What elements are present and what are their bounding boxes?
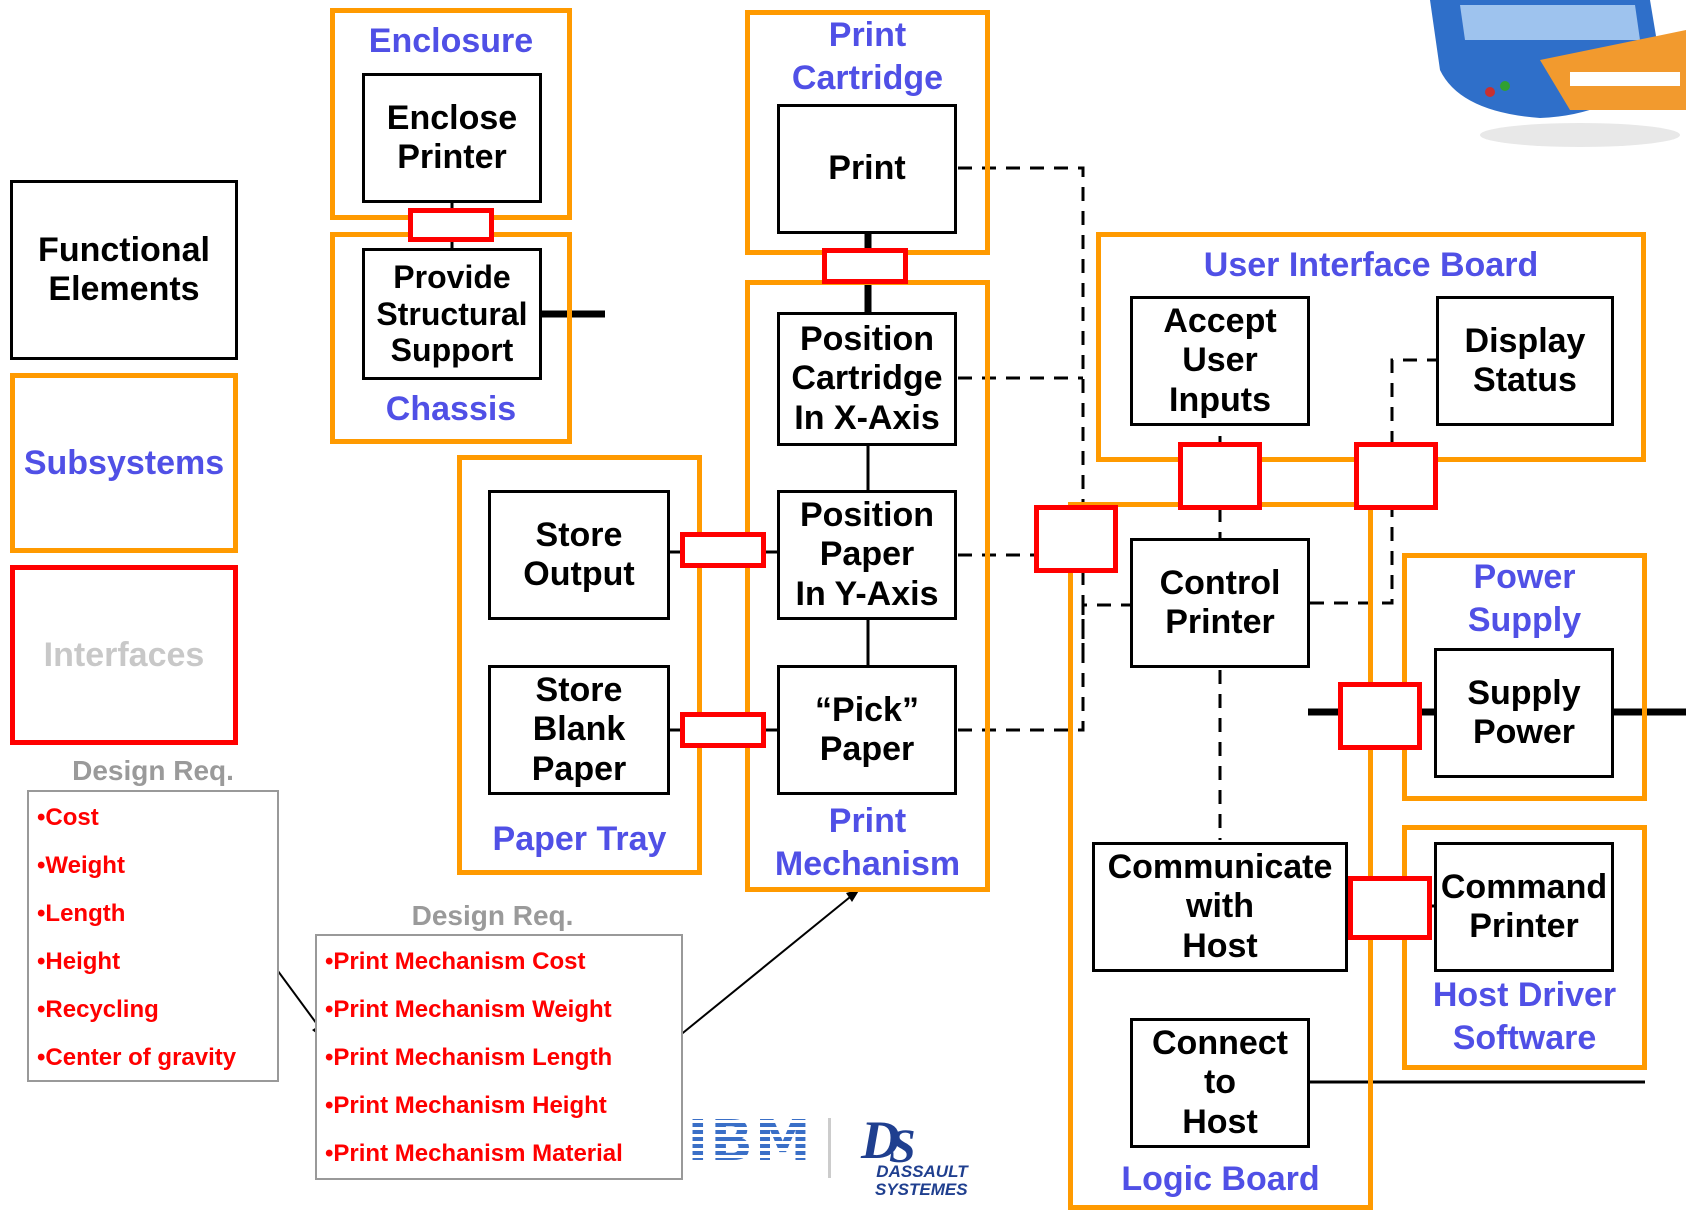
legend-functional-elements: Functional Elements <box>10 180 238 360</box>
req-item: •Print Mechanism Cost <box>325 948 586 975</box>
req-item: •Center of gravity <box>37 1044 237 1071</box>
dassault-wordmark: DASSAULT SYSTEMES <box>875 1162 968 1199</box>
power-supply-label: Power Supply <box>1467 558 1582 639</box>
interface-blank-pick <box>680 712 766 748</box>
user-interface-board-label: User Interface Board <box>1203 246 1539 284</box>
svg-text:D: D <box>860 1110 900 1168</box>
req-item: •Length <box>37 900 126 927</box>
printer-image <box>1430 0 1686 147</box>
host-driver-software-label: Host Driver Software <box>1432 976 1617 1057</box>
function-position-paper: Position Paper In Y-Axis <box>777 490 957 620</box>
design-req-2-box: •Print Mechanism Cost •Print Mechanism W… <box>315 934 683 1180</box>
enclosure-label: Enclosure <box>368 22 534 60</box>
subsystem-paper-tray <box>457 455 702 875</box>
svg-text:S: S <box>889 1120 916 1168</box>
logo-divider <box>828 1118 831 1178</box>
function-communicate-with-host: Communicate with Host <box>1092 842 1348 972</box>
arrow-req2 <box>667 892 856 1046</box>
function-store-blank-paper: Store Blank Paper <box>488 665 670 795</box>
interface-output-position <box>680 532 766 568</box>
design-req-2-title: Design Req. <box>411 900 574 931</box>
legend-subsystems: Subsystems <box>10 373 238 553</box>
req-item: •Print Mechanism Material <box>325 1140 623 1167</box>
chassis-label: Chassis <box>385 390 517 428</box>
function-print: Print <box>777 104 957 234</box>
paper-tray-label: Paper Tray <box>492 820 667 858</box>
req-item: •Height <box>37 948 121 975</box>
print-cartridge-label: Print Cartridge <box>791 16 944 97</box>
legend-interfaces: Interfaces <box>10 565 238 745</box>
interface-cartridge-mechanism <box>822 248 908 284</box>
function-command-printer: Command Printer <box>1434 842 1614 972</box>
interface-ui-logic-1 <box>1178 442 1262 510</box>
function-display-status: Display Status <box>1436 296 1614 426</box>
ds-mark-icon: D S <box>860 1110 916 1168</box>
function-pick-paper: “Pick” Paper <box>777 665 957 795</box>
function-supply-power: Supply Power <box>1434 648 1614 778</box>
function-accept-user-inputs: Accept User Inputs <box>1130 296 1310 426</box>
design-req-1-box: •Cost •Weight •Length •Height •Recycling… <box>27 790 279 1082</box>
dash-pick-bus <box>958 603 1130 732</box>
req-item: •Cost <box>37 804 99 831</box>
req-item: •Recycling <box>37 996 159 1023</box>
interface-power-logic <box>1338 682 1422 750</box>
dassault-logo: D S DASSAULT SYSTEMES <box>845 1108 1005 1208</box>
req-item: •Weight <box>37 852 125 879</box>
req-item: •Print Mechanism Length <box>325 1044 613 1071</box>
subsystem-host-driver-software <box>1402 825 1647 1070</box>
function-provide-structural-support: Provide Structural Support <box>362 248 542 380</box>
function-store-output: Store Output <box>488 490 670 620</box>
logic-board-label: Logic Board <box>1121 1160 1320 1198</box>
interface-driver-logic <box>1348 876 1432 940</box>
interface-mechanism-logic <box>1034 505 1118 573</box>
interface-ui-logic-2 <box>1354 442 1438 510</box>
req-item: •Print Mechanism Weight <box>325 996 612 1023</box>
print-mechanism-label: Print Mechanism <box>774 802 961 883</box>
function-connect-to-host: Connect to Host <box>1130 1018 1310 1148</box>
subsystem-power-supply <box>1402 553 1647 801</box>
design-req-1-title: Design Req. <box>72 755 234 786</box>
ibm-logo: IBM <box>687 1108 813 1174</box>
req-item: •Print Mechanism Height <box>325 1092 607 1119</box>
function-enclose-printer: Enclose Printer <box>362 73 542 203</box>
dash-print-bus <box>958 166 1085 650</box>
function-position-cartridge: Position Cartridge In X-Axis <box>777 312 957 446</box>
function-control-printer: Control Printer <box>1130 538 1310 668</box>
interface-enclosure-chassis <box>408 208 494 242</box>
